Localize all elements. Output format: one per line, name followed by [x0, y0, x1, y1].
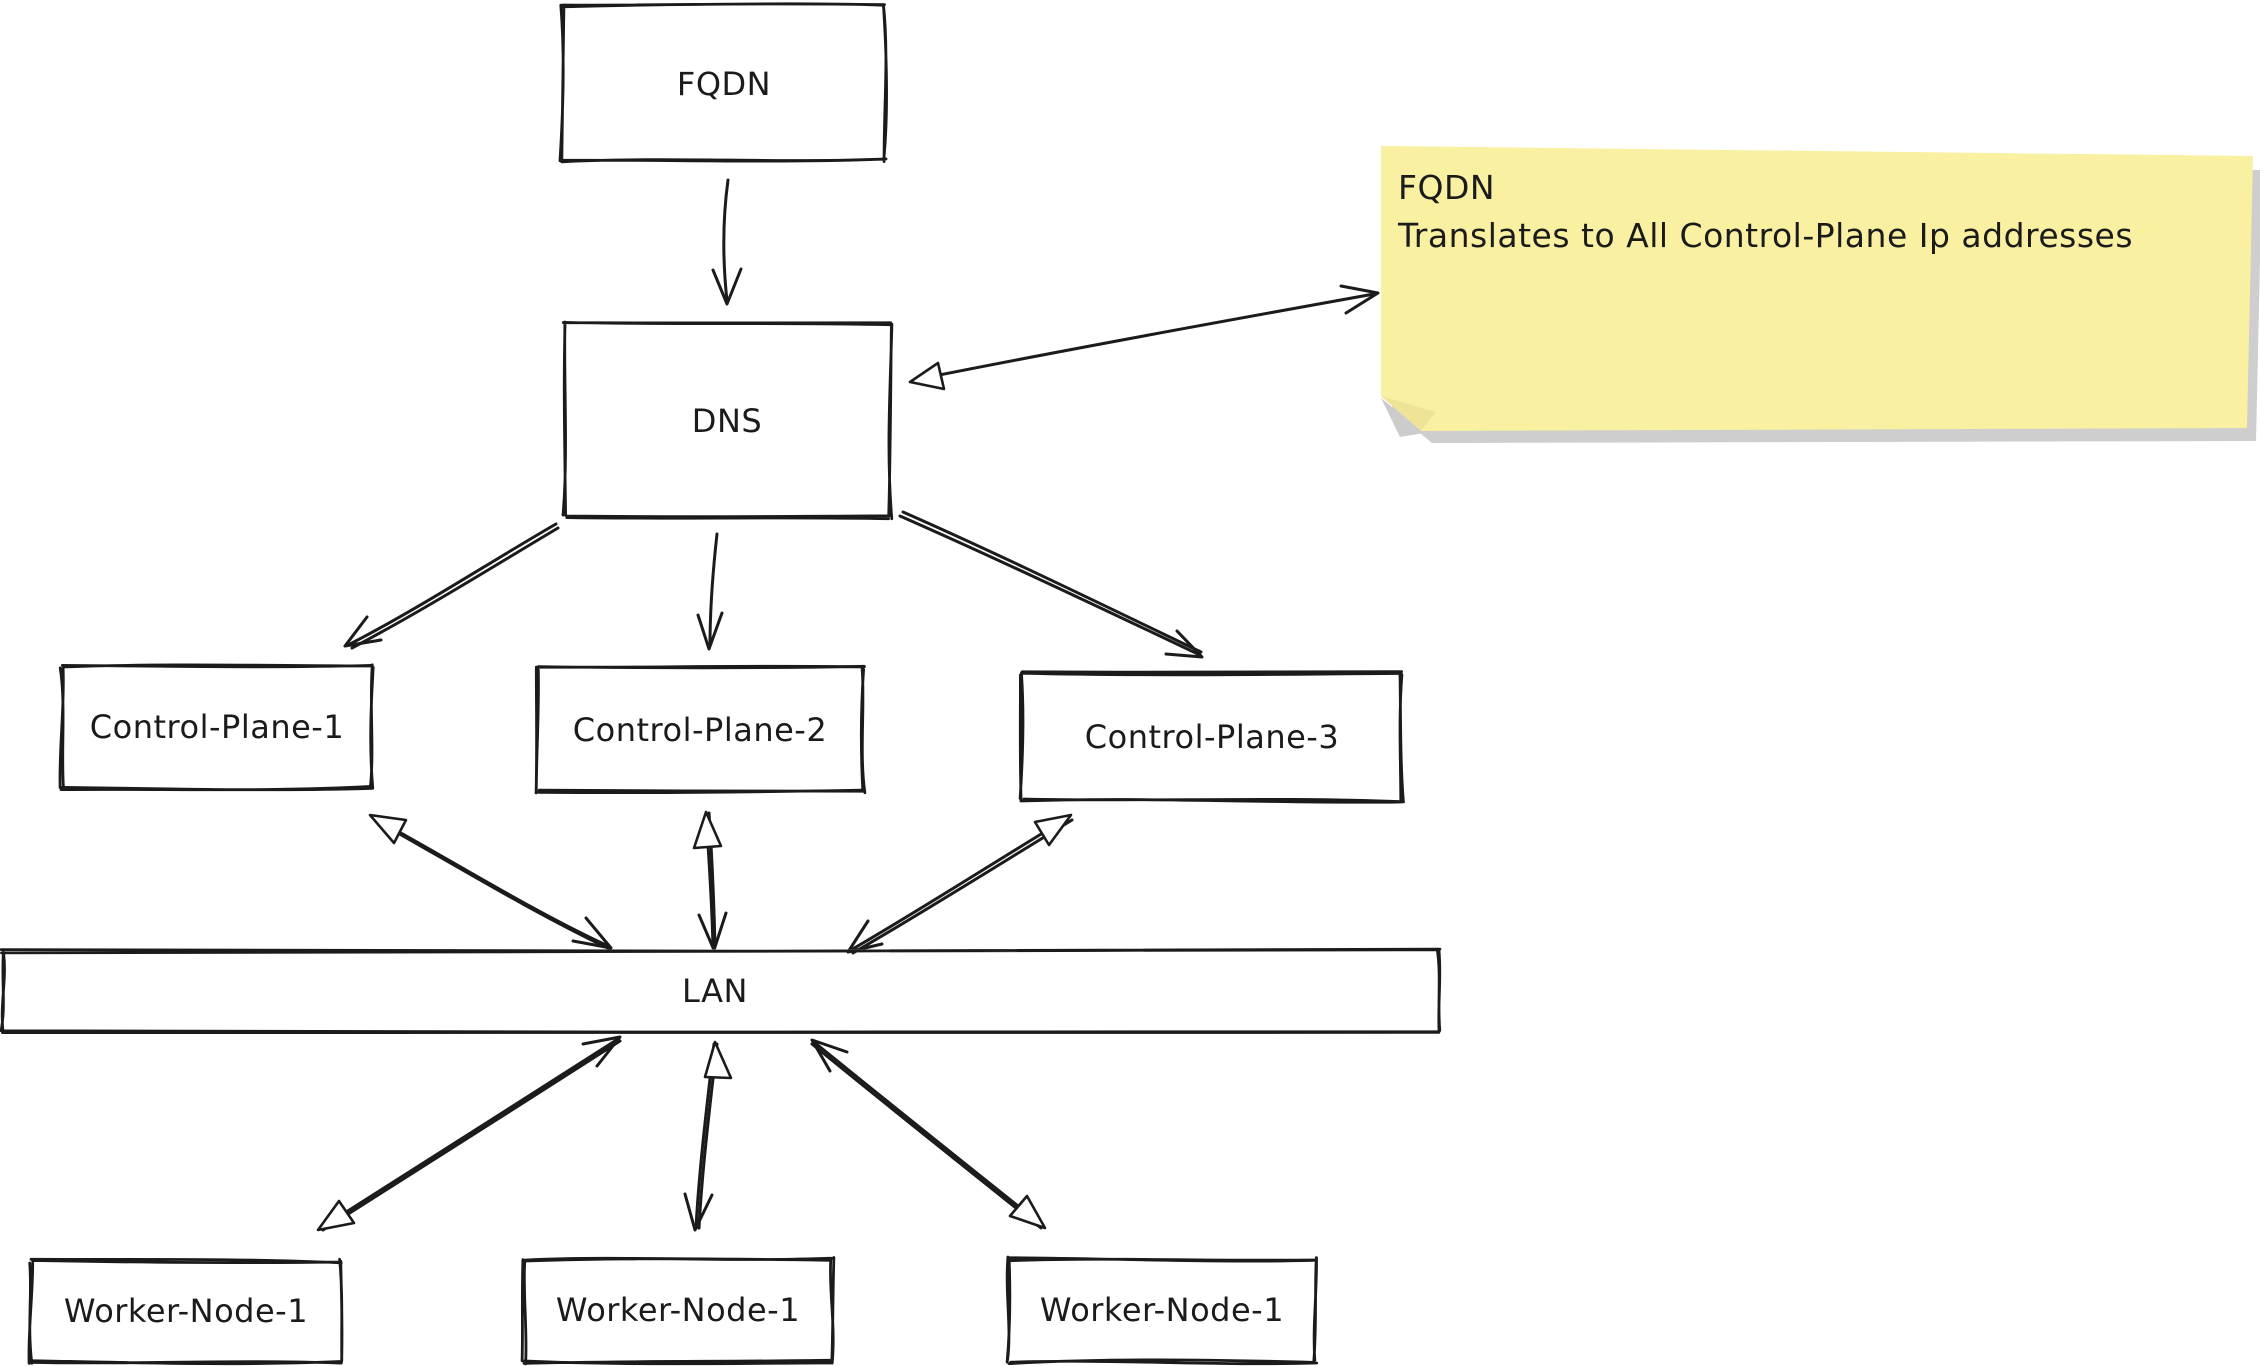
worker-3-label: Worker-Node-1: [1040, 1291, 1284, 1329]
fqdn-box: [558, 2, 888, 164]
control-plane-2-label: Control-Plane-2: [573, 711, 827, 749]
node-control-plane-1[interactable]: Control-Plane-1: [58, 663, 375, 792]
worker-2-label: Worker-Node-1: [556, 1291, 800, 1329]
sticky-note[interactable]: FQDN Translates to All Control-Plane Ip …: [1381, 146, 2260, 443]
arrowhead-up-left-icon: [810, 1038, 849, 1073]
node-control-plane-3[interactable]: Control-Plane-3: [1018, 670, 1405, 804]
arrowhead-up-left-icon: [368, 813, 408, 845]
edge-line-sketch: [851, 818, 1074, 955]
edge-lan-worker1[interactable]: [316, 1035, 622, 1232]
sticky-note-line2: Translates to All Control-Plane Ip addre…: [1397, 216, 2133, 255]
edge-cp1-lan[interactable]: [368, 813, 613, 951]
arrowhead-down-icon: [711, 267, 743, 306]
node-fqdn[interactable]: FQDN: [558, 2, 888, 164]
arrowhead-down-right-icon: [1164, 629, 1204, 659]
arrowhead-up-icon: [703, 1040, 733, 1080]
arrowhead-down-icon: [683, 1192, 714, 1232]
edge-line: [722, 178, 730, 303]
arrowhead-up-icon: [692, 810, 723, 850]
arrowhead-right-icon: [1339, 284, 1380, 315]
sticky-note-fold-shadow: [1381, 398, 1424, 437]
control-plane-3-box: [1018, 670, 1405, 804]
edge-line-sketch: [901, 510, 1203, 654]
arrowhead-down-left-icon: [316, 1199, 356, 1232]
edge-dns-cp2[interactable]: [696, 532, 724, 651]
arrowhead-down-icon: [696, 611, 724, 651]
dns-box: [561, 320, 894, 521]
edge-cp3-lan[interactable]: [846, 813, 1074, 955]
edge-dns-cp3[interactable]: [898, 510, 1204, 659]
edge-line: [370, 815, 610, 948]
edge-line-sketch: [350, 526, 560, 650]
lan-label: LAN: [682, 972, 748, 1010]
worker-2-box: [520, 1256, 836, 1366]
arrowhead-down-right-icon: [571, 916, 613, 950]
node-worker-1[interactable]: Worker-Node-1: [27, 1257, 344, 1366]
edge-dns-cp1[interactable]: [343, 522, 560, 650]
control-plane-3-label: Control-Plane-3: [1085, 718, 1339, 756]
edge-line: [812, 1040, 1045, 1228]
worker-1-label: Worker-Node-1: [64, 1292, 308, 1330]
node-control-plane-2[interactable]: Control-Plane-2: [534, 664, 867, 795]
fqdn-label: FQDN: [677, 65, 771, 103]
node-worker-3[interactable]: Worker-Node-1: [1005, 1255, 1319, 1366]
edge-line: [849, 815, 1071, 952]
arrowhead-down-left-icon: [343, 615, 383, 648]
worker-3-box: [1005, 1255, 1319, 1366]
arrowhead-up-right-icon: [1033, 813, 1073, 847]
arrowhead-down-right-icon: [1008, 1194, 1047, 1230]
edge-line: [898, 514, 1202, 657]
edge-dns-note[interactable]: [908, 284, 1380, 391]
edge-line: [912, 292, 1376, 382]
control-plane-2-box: [534, 664, 867, 795]
edge-line-sketch: [321, 1039, 622, 1232]
sticky-note-line1: FQDN: [1398, 168, 1495, 207]
edge-line: [708, 532, 719, 647]
dns-label: DNS: [692, 402, 762, 440]
edge-line: [319, 1037, 620, 1230]
arrowhead-left-icon: [908, 361, 946, 391]
node-lan[interactable]: LAN: [0, 947, 1442, 1035]
sticky-note-fold-icon: [1381, 396, 1436, 431]
edge-lan-worker2[interactable]: [683, 1040, 733, 1232]
arrowhead-up-right-icon: [581, 1035, 622, 1068]
edge-line-sketch: [810, 1042, 1043, 1230]
edge-fqdn-dns[interactable]: [711, 178, 743, 306]
control-plane-1-box: [58, 663, 375, 792]
sticky-note-paper: [1381, 146, 2253, 431]
edge-line-sketch: [373, 818, 612, 951]
node-dns[interactable]: DNS: [561, 320, 894, 521]
edge-cp2-lan[interactable]: [692, 810, 728, 952]
control-plane-1-label: Control-Plane-1: [90, 708, 344, 746]
node-worker-2[interactable]: Worker-Node-1: [520, 1256, 836, 1366]
edge-lan-worker3[interactable]: [810, 1038, 1047, 1230]
worker-1-box: [27, 1257, 344, 1366]
edge-line: [348, 522, 558, 646]
lan-bar: [0, 947, 1442, 1035]
